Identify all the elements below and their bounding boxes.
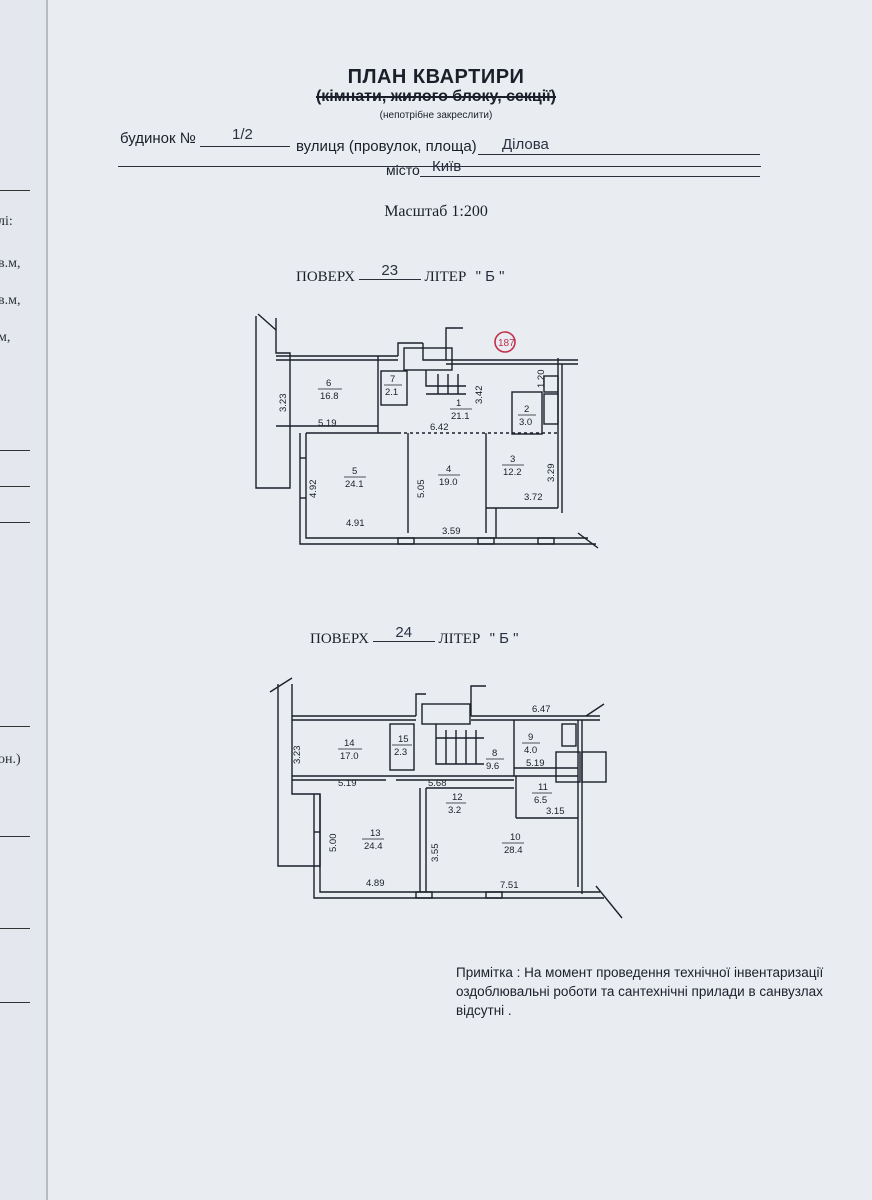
dimension: 3.59 bbox=[442, 526, 461, 537]
room-area: 24.4 bbox=[364, 841, 383, 852]
floor-label: ПОВЕРХ bbox=[296, 269, 355, 285]
room-number: 3 bbox=[510, 454, 515, 465]
page-title: ПЛАН КВАРТИРИ bbox=[347, 66, 525, 88]
adjacent-page-strip: лі: в.м, в.м, м, он.) bbox=[0, 0, 48, 1200]
house-underline bbox=[200, 146, 290, 147]
room-area: 9.6 bbox=[486, 761, 499, 772]
room-area: 6.5 bbox=[534, 795, 547, 806]
dimension: 6.47 bbox=[532, 704, 551, 715]
city-underline bbox=[420, 176, 760, 177]
room-number: 10 bbox=[510, 832, 521, 843]
dimension: 3.72 bbox=[524, 492, 543, 503]
room-number: 13 bbox=[370, 828, 381, 839]
room-area: 2.1 bbox=[385, 387, 398, 398]
remark-note: Примітка : На момент проведення технічно… bbox=[456, 965, 824, 1018]
room-area: 4.0 bbox=[524, 745, 537, 756]
liter-value: " Б " bbox=[475, 268, 505, 285]
dimension: 4.91 bbox=[346, 518, 365, 529]
room-area: 12.2 bbox=[503, 467, 522, 478]
dimension: 5.68 bbox=[428, 778, 447, 789]
dimension: 3.42 bbox=[474, 386, 485, 405]
floor-number: 23 bbox=[358, 262, 421, 280]
city-value: Київ bbox=[432, 158, 462, 175]
stamp-number: 187 bbox=[498, 338, 515, 349]
liter-value: " Б " bbox=[489, 630, 519, 647]
dimension: 3.29 bbox=[546, 464, 557, 483]
floor-24-plan: 14 17.0 15 2.3 8 9.6 9 4.0 12 3.2 11 6.5… bbox=[269, 677, 623, 919]
street-value: Ділова bbox=[502, 136, 549, 153]
dimension: 1.20 bbox=[536, 370, 547, 389]
dimension: 4.92 bbox=[308, 480, 319, 499]
room-number: 5 bbox=[352, 466, 357, 477]
dimension: 5.19 bbox=[318, 418, 337, 429]
subtitle-note: (непотрібне закреслити) bbox=[379, 110, 493, 121]
liter-label: ЛІТЕР bbox=[438, 631, 481, 647]
city-label: місто bbox=[386, 162, 420, 178]
subtitle-text: (кімнати, жилого блоку, секції) bbox=[315, 88, 557, 105]
dimension: 3.15 bbox=[546, 806, 565, 817]
room-number: 9 bbox=[528, 732, 533, 743]
left-rule bbox=[0, 928, 30, 929]
room-area: 16.8 bbox=[320, 391, 339, 402]
document-sheet bbox=[48, 0, 872, 1200]
room-number: 6 bbox=[326, 378, 331, 389]
left-rule bbox=[0, 190, 30, 191]
room-number: 2 bbox=[524, 404, 529, 415]
room-number: 12 bbox=[452, 792, 463, 803]
dimension: 5.19 bbox=[338, 778, 357, 789]
left-fragment: в.м, bbox=[0, 256, 21, 271]
stamp-circle bbox=[494, 331, 516, 353]
dimension: 3.23 bbox=[292, 746, 303, 765]
room-area: 19.0 bbox=[439, 477, 458, 488]
dimension: 3.23 bbox=[278, 394, 289, 413]
room-area: 24.1 bbox=[345, 479, 364, 490]
dimension: 6.42 bbox=[430, 422, 449, 433]
dimension: 5.19 bbox=[526, 758, 545, 769]
room-area: 3.0 bbox=[519, 417, 532, 428]
room-number: 4 bbox=[446, 464, 451, 475]
street-underline bbox=[478, 154, 760, 155]
liter-label: ЛІТЕР bbox=[424, 269, 467, 285]
dimension: 3.55 bbox=[430, 844, 441, 863]
street-label: вулиця (провулок, площа) bbox=[296, 138, 477, 155]
room-area: 3.2 bbox=[448, 805, 461, 816]
room-number: 7 bbox=[390, 374, 395, 385]
address-rule bbox=[118, 166, 761, 167]
scale-label: Масштаб 1:200 bbox=[384, 203, 488, 220]
house-label: будинок № bbox=[120, 130, 196, 147]
floor-number: 24 bbox=[372, 624, 435, 642]
dimension: 5.05 bbox=[416, 480, 427, 499]
left-rule bbox=[0, 1002, 30, 1003]
left-rule bbox=[0, 486, 30, 487]
dimension: 7.51 bbox=[500, 880, 519, 891]
room-area: 17.0 bbox=[340, 751, 359, 762]
left-fragment: он.) bbox=[0, 752, 21, 767]
dimension: 4.89 bbox=[366, 878, 385, 889]
left-fragment: м, bbox=[0, 330, 11, 345]
room-number: 11 bbox=[538, 782, 548, 793]
floor-label: ПОВЕРХ bbox=[310, 631, 369, 647]
room-area: 2.3 bbox=[394, 747, 407, 758]
floor-23-label: ПОВЕРХ 23 ЛІТЕР " Б " bbox=[296, 262, 510, 286]
dimension: 5.00 bbox=[328, 834, 339, 853]
room-number: 1 bbox=[456, 398, 461, 409]
floor-24-label: ПОВЕРХ 24 ЛІТЕР " Б " bbox=[310, 624, 524, 648]
page-subtitle: (кімнати, жилого блоку, секції) bbox=[0, 88, 872, 106]
room-area: 21.1 bbox=[451, 411, 470, 422]
left-fragment: в.м, bbox=[0, 293, 21, 308]
room-number: 8 bbox=[492, 748, 497, 759]
left-rule bbox=[0, 522, 30, 523]
left-rule bbox=[0, 450, 30, 451]
left-fragment: лі: bbox=[0, 214, 13, 229]
room-area: 28.4 bbox=[504, 845, 523, 856]
left-rule bbox=[0, 836, 30, 837]
room-number: 15 bbox=[398, 734, 409, 745]
house-number: 1/2 bbox=[232, 126, 253, 143]
room-number: 14 bbox=[344, 738, 355, 749]
left-rule bbox=[0, 726, 30, 727]
floor-23-plan: 187 6 16.8 7 2.1 1 21.1 2 3.0 5 24.1 4 1… bbox=[255, 313, 599, 549]
